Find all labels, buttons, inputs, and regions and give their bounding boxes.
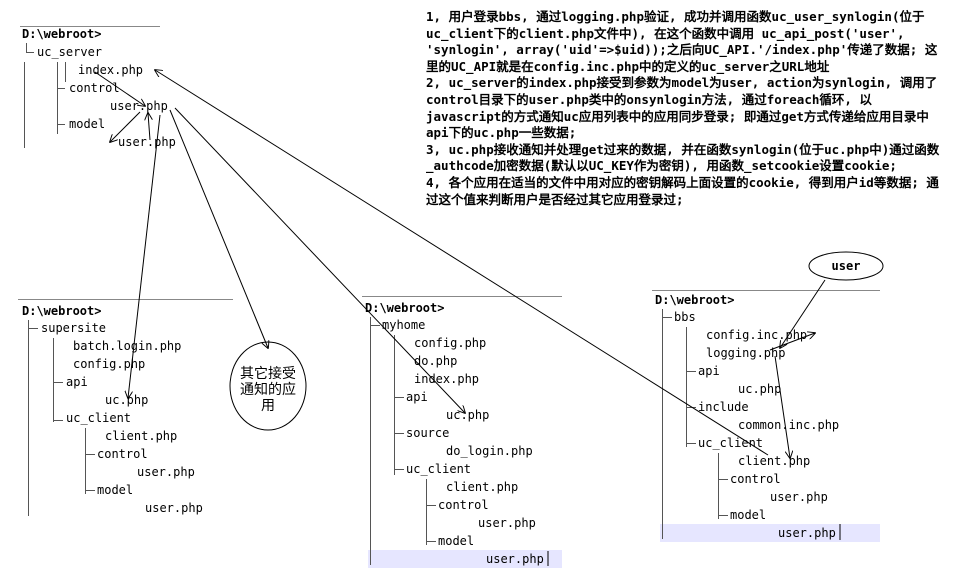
- tree-branch: [57, 88, 65, 89]
- file-user-php-model: user.php: [145, 501, 203, 515]
- file-uc-php: uc.php: [446, 408, 490, 422]
- tree-branch: [85, 428, 86, 494]
- tree-branch: [426, 479, 427, 545]
- tree-header-line: [362, 296, 562, 297]
- tree-header-line: [652, 290, 880, 291]
- folder-uc-server: uc_server: [37, 45, 103, 59]
- folder-api: api: [406, 390, 428, 404]
- tree-root-label: D:\webroot>: [22, 27, 102, 41]
- tree-branch: [718, 515, 728, 516]
- file-uc-php: uc.php: [105, 393, 149, 407]
- tree-branch: [662, 317, 672, 318]
- folder-bbs: bbs: [674, 310, 696, 324]
- folder-model: model: [438, 534, 475, 548]
- file-user-php-model: user.php: [118, 135, 176, 149]
- tree-branch: [394, 397, 404, 398]
- tree-branch: [26, 43, 27, 53]
- arrow-logging-to-client: [774, 355, 790, 458]
- tree-branch: [53, 420, 63, 421]
- tree-branch: [686, 371, 696, 372]
- tree-branch: [85, 454, 95, 455]
- file-logging-php: logging.php: [706, 346, 786, 360]
- other-apps-label: 其它接受通知的应用: [240, 366, 296, 414]
- folder-api: api: [698, 364, 720, 378]
- tree-branch: [57, 124, 65, 125]
- tree-branch: [686, 443, 696, 444]
- folder-include: include: [698, 400, 749, 414]
- tree-branch: [394, 433, 404, 434]
- folder-model: model: [97, 483, 134, 497]
- file-uc-php: uc.php: [738, 382, 782, 396]
- folder-control: control: [97, 447, 148, 461]
- tree-branch: [53, 338, 54, 422]
- file-config-inc-php: config.inc.php: [706, 328, 808, 342]
- folder-uc-client: uc_client: [406, 462, 472, 476]
- folder-model: model: [69, 117, 106, 131]
- tree-branch: [24, 62, 25, 148]
- tree-branch: [426, 541, 436, 542]
- folder-uc-client: uc_client: [66, 411, 132, 425]
- folder-model: model: [730, 508, 767, 522]
- tree-header-line: [18, 299, 233, 300]
- note-3: 3, uc.php接收通知并处理get过来的数据, 并在函数synlogin(位…: [426, 141, 940, 174]
- file-client-php: client.php: [738, 454, 811, 468]
- folder-uc-client: uc_client: [698, 436, 764, 450]
- tree-header-line: [20, 26, 160, 27]
- tree-branch: [718, 479, 728, 480]
- tree-branch: [26, 52, 34, 53]
- file-config-php: config.php: [414, 336, 487, 350]
- tree-branch: [686, 407, 696, 408]
- tree-branch: [370, 325, 380, 326]
- folder-control: control: [730, 472, 781, 486]
- file-do-php: do.php: [414, 354, 458, 368]
- file-batch-login-php: batch.login.php: [73, 339, 182, 353]
- tree-branch: [65, 62, 66, 82]
- folder-api: api: [66, 375, 88, 389]
- folder-supersite: supersite: [41, 321, 107, 335]
- tree-branch: [686, 327, 687, 447]
- tree-branch: [370, 317, 371, 565]
- folder-control: control: [69, 81, 120, 95]
- note-1: 1, 用户登录bbs, 通过logging.php验证, 成功并调用函数uc_u…: [426, 9, 938, 74]
- tree-branch: [394, 469, 404, 470]
- tree-root-label: D:\webroot>: [365, 301, 445, 315]
- file-config-php: config.php: [73, 357, 146, 371]
- file-user-php-control: user.php: [770, 490, 828, 504]
- folder-control: control: [438, 498, 489, 512]
- tree-root-label: D:\webroot>: [22, 304, 102, 318]
- tree-branch: [57, 62, 58, 134]
- row-highlight: [660, 524, 880, 542]
- file-client-php: client.php: [446, 480, 519, 494]
- tree-branch: [394, 335, 395, 475]
- file-user-php-control: user.php: [478, 516, 536, 530]
- tree-branch: [53, 382, 63, 383]
- file-do-login-php: do_login.php: [446, 444, 533, 458]
- file-user-php-model: user.php: [486, 552, 544, 566]
- tree-branch: [662, 309, 663, 539]
- tree-branch: [28, 328, 38, 329]
- file-client-php: client.php: [105, 429, 178, 443]
- tree-branch: [85, 490, 95, 491]
- file-user-php-control: user.php: [137, 465, 195, 479]
- folder-myhome: myhome: [382, 318, 426, 332]
- tree-branch: [718, 453, 719, 519]
- file-user-php-control: user.php: [110, 99, 168, 113]
- tree-branch: [28, 320, 29, 516]
- tree-branch: [426, 505, 436, 506]
- file-user-php-model: user.php: [778, 526, 836, 540]
- file-index-php: index.php: [414, 372, 480, 386]
- note-2: 2, uc_server的index.php接受到参数为model为user, …: [426, 75, 938, 141]
- tree-root-label: D:\webroot>: [655, 293, 735, 307]
- user-label: user: [831, 259, 861, 273]
- file-index-php: index.php: [78, 63, 144, 77]
- row-highlight: [368, 550, 562, 568]
- note-4: 4, 各个应用在适当的文件中用对应的密钥解码上面设置的cookie, 得到用户i…: [426, 174, 939, 207]
- arrow-to-other-apps: [169, 109, 268, 348]
- file-common-inc-php: common.inc.php: [738, 418, 840, 432]
- explanation-notes: 1, 用户登录bbs, 通过logging.php验证, 成功并调用函数uc_u…: [426, 9, 946, 208]
- folder-source: source: [406, 426, 450, 440]
